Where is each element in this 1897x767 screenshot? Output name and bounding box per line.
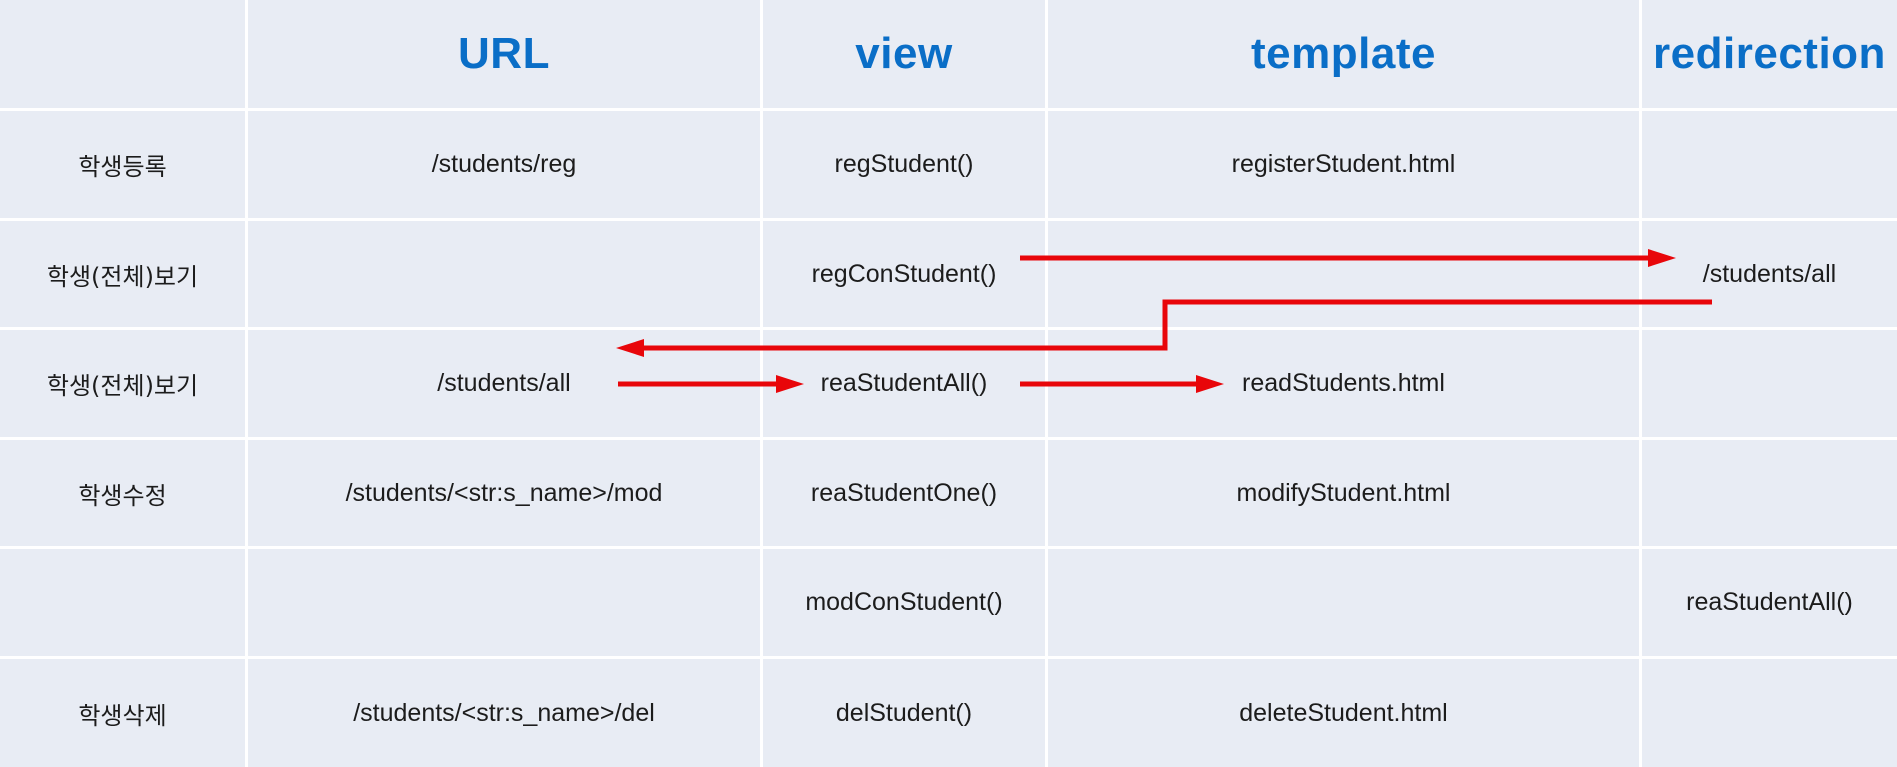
row-1-label: 학생등록 xyxy=(0,111,245,218)
row-4-url: /students/<str:s_name>/mod xyxy=(248,440,760,546)
row-1-url: /students/reg xyxy=(248,111,760,218)
row-3-view: reaStudentAll() xyxy=(763,330,1045,437)
row-2-view: regConStudent() xyxy=(763,221,1045,327)
row-6-view: delStudent() xyxy=(763,659,1045,767)
header-corner-cell xyxy=(0,0,245,108)
row-2-label: 학생(전체)보기 xyxy=(0,221,245,327)
header-url: URL xyxy=(248,0,760,108)
row-6-label: 학생삭제 xyxy=(0,659,245,767)
row-4-redirection xyxy=(1642,440,1897,546)
row-3-label: 학생(전체)보기 xyxy=(0,330,245,437)
row-3-template: readStudents.html xyxy=(1048,330,1639,437)
row-5-label xyxy=(0,549,245,656)
row-4-template: modifyStudent.html xyxy=(1048,440,1639,546)
row-2-redirection: /students/all xyxy=(1642,221,1897,327)
row-5-redirection: reaStudentAll() xyxy=(1642,549,1897,656)
row-3-redirection xyxy=(1642,330,1897,437)
row-6-url: /students/<str:s_name>/del xyxy=(248,659,760,767)
row-6-redirection xyxy=(1642,659,1897,767)
row-6-template: deleteStudent.html xyxy=(1048,659,1639,767)
row-1-template: registerStudent.html xyxy=(1048,111,1639,218)
row-1-view: regStudent() xyxy=(763,111,1045,218)
header-redirection: redirection xyxy=(1642,0,1897,108)
row-2-url xyxy=(248,221,760,327)
row-5-view: modConStudent() xyxy=(763,549,1045,656)
row-3-url: /students/all xyxy=(248,330,760,437)
row-5-template xyxy=(1048,549,1639,656)
row-5-url xyxy=(248,549,760,656)
row-4-view: reaStudentOne() xyxy=(763,440,1045,546)
header-template: template xyxy=(1048,0,1639,108)
header-view: view xyxy=(763,0,1045,108)
row-4-label: 학생수정 xyxy=(0,440,245,546)
row-1-redirection xyxy=(1642,111,1897,218)
row-2-template xyxy=(1048,221,1639,327)
